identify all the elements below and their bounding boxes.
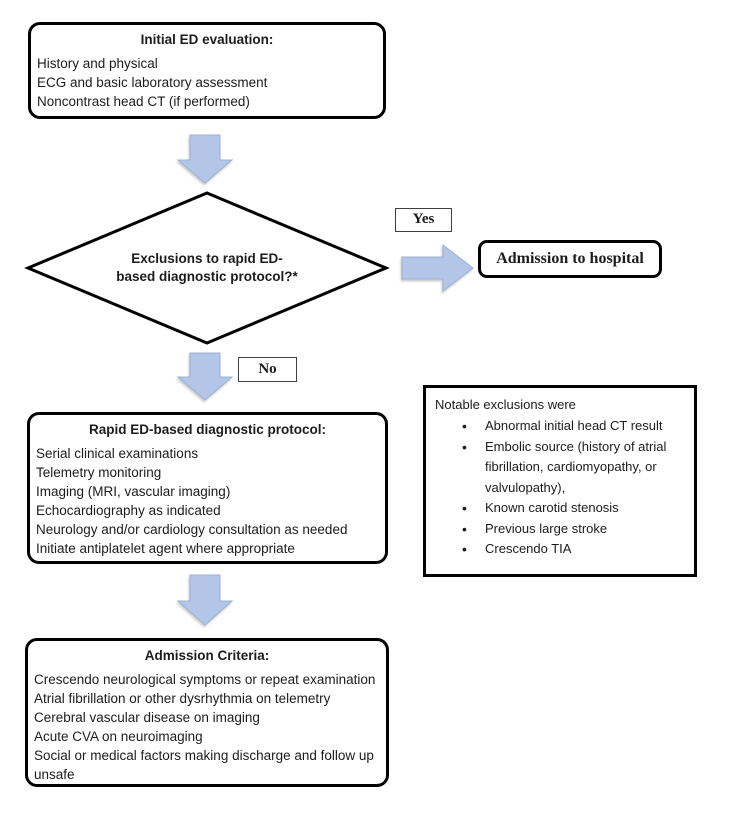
admission-to-hospital-label: Admission to hospital xyxy=(496,250,644,267)
diamond-shape xyxy=(24,191,390,345)
no-label: No xyxy=(238,357,297,382)
down-arrow-shape xyxy=(176,574,234,626)
list-item: Crescendo TIA xyxy=(435,539,688,560)
list-item: Imaging (MRI, vascular imaging) xyxy=(36,484,231,499)
down-arrow-2-icon xyxy=(176,352,234,401)
down-arrow-shape xyxy=(176,352,234,401)
rapid-protocol-title: Rapid ED-based diagnostic protocol: xyxy=(88,422,326,437)
yes-label: Yes xyxy=(395,208,452,232)
notable-exclusions-title: Notable exclusions were xyxy=(435,397,576,412)
admission-criteria-box: Admission Criteria: Crescendo neurologic… xyxy=(25,638,389,787)
admission-criteria-lines: Crescendo neurological symptoms or repea… xyxy=(34,670,380,784)
list-item: Known carotid stenosis xyxy=(435,498,688,519)
list-item: Acute CVA on neuroimaging xyxy=(34,729,203,744)
list-item: Social or medical factors making dischar… xyxy=(34,748,374,782)
list-item: History and physical xyxy=(37,56,158,71)
down-arrow-3-icon xyxy=(176,574,234,626)
list-item: Initiate antiplatelet agent where approp… xyxy=(36,541,295,556)
admission-to-hospital-box: Admission to hospital xyxy=(478,240,662,278)
decision-label: Exclusions to rapid ED- based diagnostic… xyxy=(116,251,298,284)
down-arrow-1-icon xyxy=(176,134,234,184)
list-item: Atrial fibrillation or other dysrhythmia… xyxy=(34,691,331,706)
right-arrow-shape xyxy=(401,243,474,293)
down-arrow-shape xyxy=(176,134,234,184)
list-item: Embolic source (history of atrial fibril… xyxy=(435,437,688,499)
list-item: Neurology and/or cardiology consultation… xyxy=(36,522,348,537)
initial-ed-evaluation-box: Initial ED evaluation: History and physi… xyxy=(28,22,386,119)
list-item: Noncontrast head CT (if performed) xyxy=(37,94,250,109)
list-item: Cerebral vascular disease on imaging xyxy=(34,710,260,725)
right-arrow-icon xyxy=(401,243,474,293)
list-item: Serial clinical examinations xyxy=(36,446,199,461)
list-item: Abnormal initial head CT result xyxy=(435,416,688,437)
admission-criteria-title: Admission Criteria: xyxy=(144,648,270,663)
list-item: Telemetry monitoring xyxy=(36,465,162,480)
notable-exclusions-list: Abnormal initial head CT resultEmbolic s… xyxy=(435,416,688,560)
list-item: Crescendo neurological symptoms or repea… xyxy=(34,672,376,687)
rapid-protocol-box: Rapid ED-based diagnostic protocol: Seri… xyxy=(27,412,388,564)
decision-diamond: Exclusions to rapid ED- based diagnostic… xyxy=(24,189,390,347)
notable-exclusions-box: Notable exclusions were Abnormal initial… xyxy=(423,385,697,577)
list-item: Echocardiography as indicated xyxy=(36,503,221,518)
diamond-icon xyxy=(24,191,390,345)
list-item: ECG and basic laboratory assessment xyxy=(37,75,268,90)
initial-ed-evaluation-title: Initial ED evaluation: xyxy=(140,32,274,47)
list-item: Previous large stroke xyxy=(435,519,688,540)
